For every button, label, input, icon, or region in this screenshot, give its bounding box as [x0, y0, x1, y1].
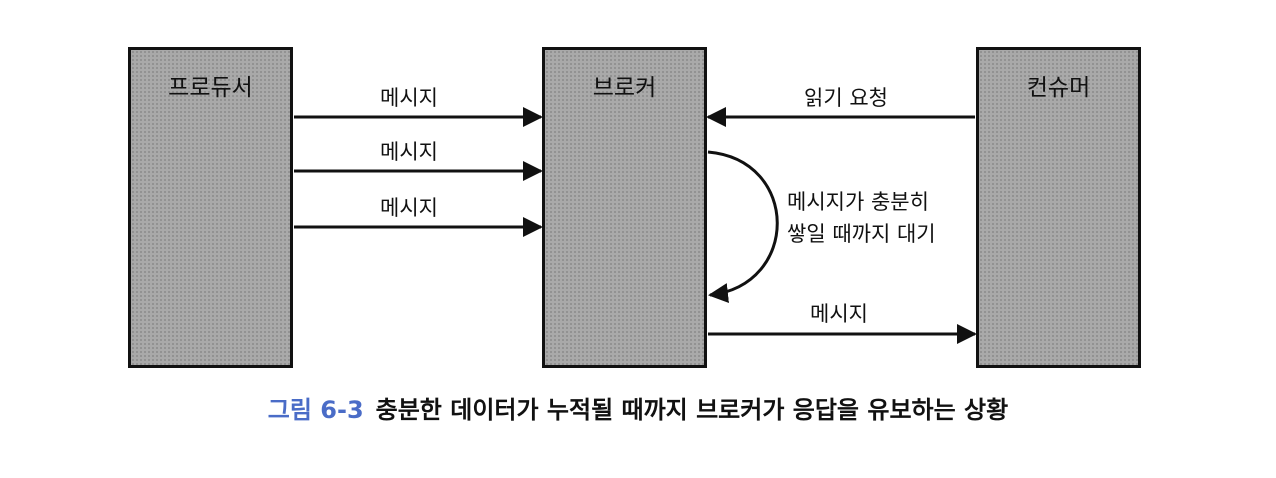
figure-caption: 그림 6-3 충분한 데이터가 누적될 때까지 브로커가 응답을 유보하는 상황	[0, 390, 1276, 425]
consumer-box: 컨슈머	[976, 47, 1141, 368]
response-label: 메시지	[810, 302, 868, 326]
broker-box: 브로커	[542, 47, 707, 368]
msg1-label: 메시지	[380, 86, 438, 110]
msg2-label: 메시지	[380, 140, 438, 164]
consumer-label: 컨슈머	[1026, 75, 1091, 101]
wait-arc	[707, 150, 779, 303]
figure-caption-text: 충분한 데이터가 누적될 때까지 브로커가 응답을 유보하는 상황	[375, 396, 1009, 424]
figure-number: 그림 6-3	[267, 396, 364, 424]
read-request-label: 읽기 요청	[804, 86, 888, 110]
broker-label: 브로커	[592, 75, 657, 101]
wait-label-line1: 메시지가 충분히	[787, 190, 929, 214]
msg3-label: 메시지	[380, 196, 438, 220]
producer-label: 프로듀서	[168, 75, 253, 101]
wait-label-line2: 쌓일 때까지 대기	[787, 222, 936, 246]
producer-box: 프로듀서	[128, 47, 293, 368]
